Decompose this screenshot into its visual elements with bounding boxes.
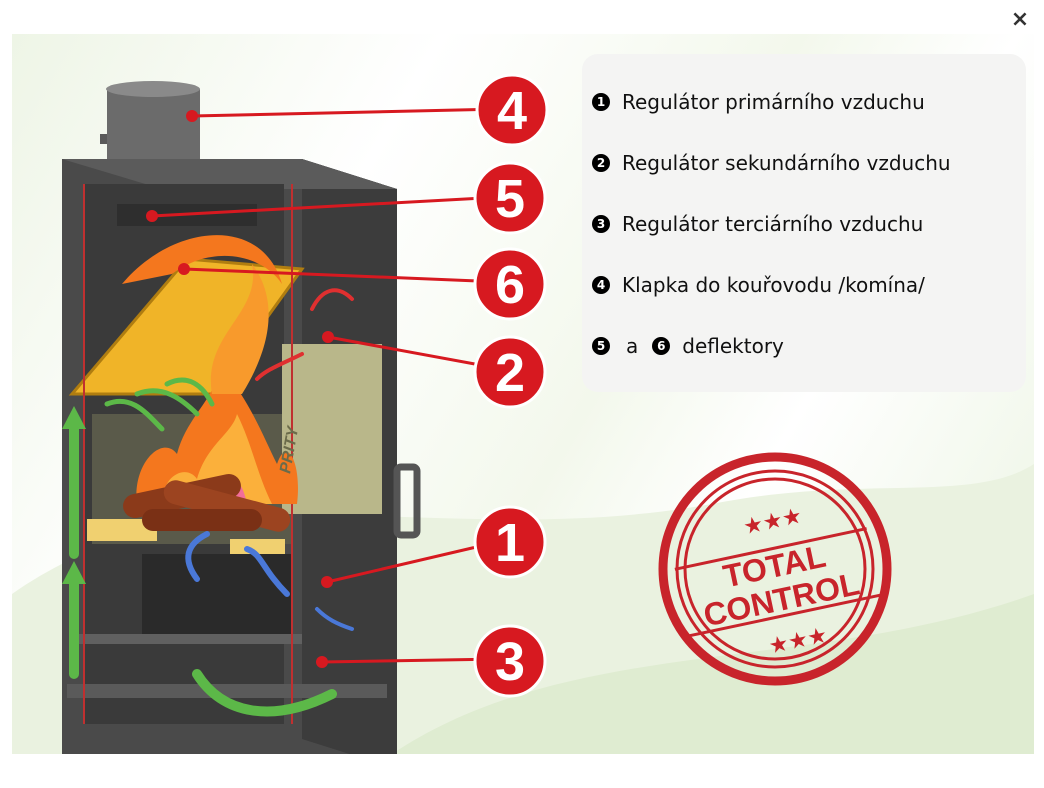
number-badge: 6 (652, 337, 671, 355)
legend-item-4: 4 Klapka do kouřovodu /komína/ (592, 273, 925, 297)
legend-panel: 1 Regulátor primárního vzduchu 2 Regulát… (582, 54, 1026, 392)
callout-5: 5 (473, 161, 547, 235)
close-icon[interactable]: × (1010, 7, 1030, 32)
door-handle (393, 463, 421, 539)
legend-item-5-6: 5 a 6 deflektory (592, 334, 784, 358)
number-badge: 2 (592, 154, 610, 172)
callout-4-label: 4 (497, 81, 527, 141)
legend-item-2: 2 Regulátor sekundárního vzduchu (592, 151, 951, 175)
airflow-blue-arrow (185, 531, 210, 582)
background-swoosh-2 (392, 594, 1034, 754)
legend-item-text: Klapka do kouřovodu /komína/ (622, 273, 925, 297)
callout-anchors (146, 110, 334, 668)
fire (122, 235, 298, 532)
legend-item-text: deflektory (682, 334, 784, 358)
callout-5-label: 5 (495, 169, 525, 229)
callout-4: 4 (475, 73, 549, 147)
callout-2: 2 (473, 335, 547, 409)
callout-6: 6 (473, 247, 547, 321)
airflow (62, 288, 354, 717)
callout-3: 3 (473, 624, 547, 698)
legend-conjunction: a (626, 334, 639, 358)
flue-pipe (107, 89, 200, 161)
number-badge: 4 (592, 276, 610, 294)
stove-diagram: PRITY 4 5 6 2 (12, 73, 1034, 754)
legend-item-text: Regulátor sekundárního vzduchu (622, 151, 951, 175)
legend-item-text: Regulátor terciárního vzduchu (622, 212, 924, 236)
legend-item-1: 1 Regulátor primárního vzduchu (592, 90, 925, 114)
legend-item-3: 3 Regulátor terciárního vzduchu (592, 212, 923, 236)
legend-item-text: Regulátor primárního vzduchu (622, 90, 925, 114)
airflow-red-arrow (310, 288, 354, 311)
logs (123, 474, 291, 532)
callout-2-label: 2 (495, 343, 525, 403)
callout-lines (151, 107, 503, 664)
number-badge: 5 (592, 337, 610, 355)
number-badge: 3 (592, 215, 610, 233)
callout-6-label: 6 (495, 255, 525, 315)
number-badge: 1 (592, 93, 610, 111)
callout-1-label: 1 (495, 513, 525, 573)
callout-1: 1 (473, 505, 547, 579)
side-panel (282, 344, 382, 514)
callout-3-label: 3 (495, 632, 525, 692)
